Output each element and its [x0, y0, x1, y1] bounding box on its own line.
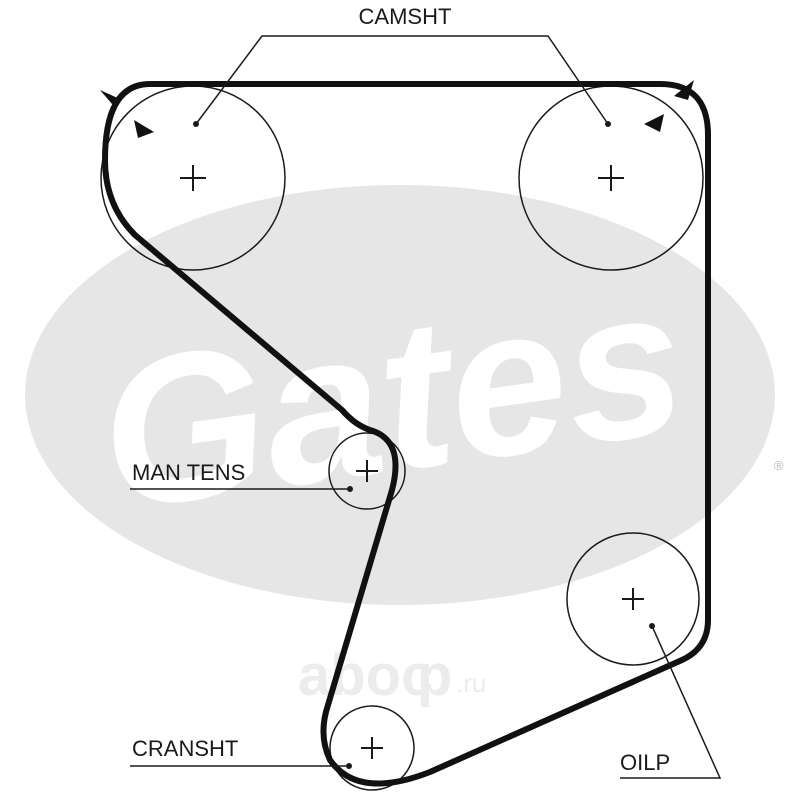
site-watermark-tld: .ru	[456, 668, 486, 698]
site-watermark-main: aboc	[298, 643, 433, 708]
manual-tensioner-pulley	[328, 432, 406, 510]
camshaft-leader	[195, 35, 609, 125]
oil-pump-pulley	[566, 532, 700, 666]
triangle-arrow-icon	[100, 90, 122, 104]
rotation-markers	[100, 80, 694, 138]
leader-lines	[130, 35, 722, 779]
timing-belt	[102, 81, 711, 787]
gates-watermark: Gates ®	[25, 185, 784, 605]
oil-pump-label: OILP	[620, 750, 670, 775]
plus-icon	[622, 588, 644, 610]
site-watermark: aboc p .ru	[298, 643, 486, 708]
watermark-oval	[25, 185, 775, 605]
plus-icon	[598, 165, 624, 191]
camshaft-label: CAMSHT	[359, 4, 452, 29]
watermark-registered-mark: ®	[774, 458, 784, 473]
triangle-arrow-icon	[134, 120, 154, 138]
pulley-centers	[180, 165, 644, 759]
crankshaft-label: CRANSHT	[132, 736, 238, 761]
crankshaft-pulley	[329, 705, 415, 791]
triangle-arrow-icon	[644, 114, 664, 132]
manual-tensioner-label: MAN TENS	[132, 460, 245, 485]
plus-icon	[180, 165, 206, 191]
triangle-arrow-icon	[674, 80, 694, 100]
plus-icon	[361, 737, 383, 759]
site-watermark-p: p	[417, 643, 452, 708]
oil-pump-leader	[620, 625, 722, 779]
plus-icon	[356, 460, 378, 482]
